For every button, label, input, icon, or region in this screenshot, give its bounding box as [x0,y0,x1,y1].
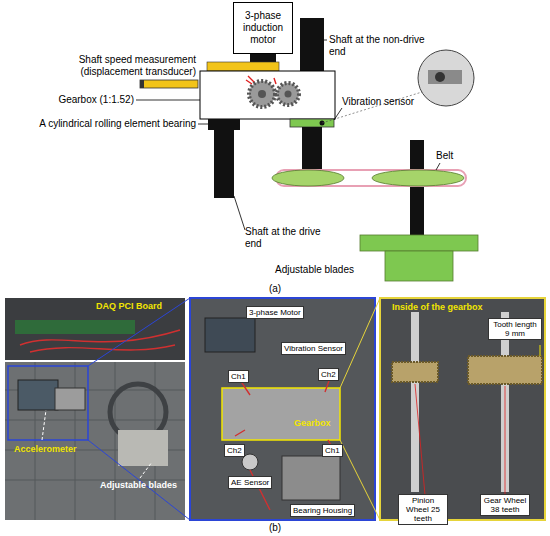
node-text: Pinion Wheel 25 teeth [401,496,445,523]
zoom-line [88,298,190,366]
photo-tag: AE Sensor [228,476,272,489]
drive-shaft [214,130,234,198]
panel-label: (b) [255,522,295,534]
photo-label: Gearbox [294,418,331,428]
channel-tag: Ch1 [228,370,249,383]
floor-grid [5,362,185,520]
output-shaft [302,127,322,173]
gear-hub [258,90,266,98]
pointer-arrow [42,410,46,440]
channel-tag: Ch2 [318,368,339,381]
gearbox-body [200,71,335,119]
photo-tag: 3-phase Motor [246,306,304,319]
photo-tag: Vibration Sensor [281,342,346,355]
gear-symbol [249,81,275,107]
coupling [207,62,279,71]
motor-photo [205,318,255,352]
zoom-box [8,366,88,440]
node-text: Ch2 [321,370,336,379]
displacement-transducer [140,80,198,88]
node-text: Ch1 [325,446,340,455]
tooth-length-mark [540,345,541,356]
pointer-arrow [140,462,152,478]
photo-label: DAQ PCI Board [96,301,162,311]
pulley [372,170,464,186]
bearing-housing-photo [282,456,340,500]
photo-tag: Gear Wheel 38 teeth [480,494,530,516]
mesh-spark [246,76,276,84]
daq-photo [5,298,185,360]
motor-box: 3-phase induction motor [233,2,293,54]
sensor-inset-body [428,70,462,84]
blade-shaft [410,140,424,236]
sensor-inset-stud [435,72,445,82]
part-label: Shaft at the drive end [245,226,325,250]
transducer-tip [140,80,144,88]
node-text: 3-phase Motor [249,308,301,317]
leader-line [334,108,342,120]
gearbox-photo [222,388,340,440]
dimension-tag: Tooth length 9 mm [488,318,542,340]
node-text: Vibration Sensor [284,344,343,353]
gear-photo [380,298,545,520]
gear-hub [285,91,292,98]
vibration-sensor-symbol [290,119,334,127]
part-label: Vibration sensor [342,96,414,108]
photo-label: Inside of the gearbox [392,302,483,312]
node-text: AE Sensor [231,478,269,487]
rig-photo [5,362,185,520]
node-text: Ch2 [227,446,242,455]
leader-line [136,100,200,101]
gear-wheel [468,356,542,384]
bearing-block [208,119,240,130]
leader-line [505,386,506,495]
part-label: Belt [436,150,453,162]
part-label: Shaft speed measurement (displacement tr… [56,54,196,78]
non-drive-shaft [300,18,324,71]
blade-head [360,235,478,251]
part-label: Gearbox (1:1.52) [20,94,134,106]
panel-label: (a) [255,283,295,295]
leader-line [234,196,245,230]
photo-tag: Pinion Wheel 25 teeth [398,494,448,525]
leader-line [436,163,440,170]
node-text: Gear Wheel 38 teeth [483,496,527,514]
photo-label: Adjustable blades [100,480,177,490]
channel-tag: Ch1 [322,444,343,457]
node-text: Tooth length 9 mm [491,320,539,338]
part-label: A cylindrical rolling element bearing [8,118,196,130]
gear-symbol [277,83,299,105]
part-label: Adjustable blades [262,264,354,276]
part-label: Shaft at the non-drive end [329,34,429,58]
leader-line [198,124,208,125]
node-text: Bearing Housing [293,506,352,515]
node-text: Ch1 [231,372,246,381]
motor-shaft [250,54,276,63]
stand-photo [118,430,168,466]
inset-leader [322,92,422,123]
gearbox-photo [55,388,85,410]
pinion-shaft [411,312,419,492]
channel-tag: Ch2 [224,444,245,457]
photo-label: Accelerometer [14,444,77,454]
node-text: 3-phase induction motor [236,10,290,46]
motor-photo [18,380,58,410]
leader-line [415,384,425,495]
pulley [272,170,344,186]
sensor-inset [418,50,474,106]
blade-base [385,251,453,281]
zoom-line [340,298,380,388]
cable [20,330,180,352]
closeup-photo [190,298,375,520]
pci-board [15,320,135,334]
sensor-cable [235,378,335,510]
photo-collage [5,298,545,520]
pinion-wheel [392,362,438,382]
zoom-line [88,440,190,520]
leader-line [324,40,327,41]
photo-tag: Bearing Housing [290,504,355,517]
